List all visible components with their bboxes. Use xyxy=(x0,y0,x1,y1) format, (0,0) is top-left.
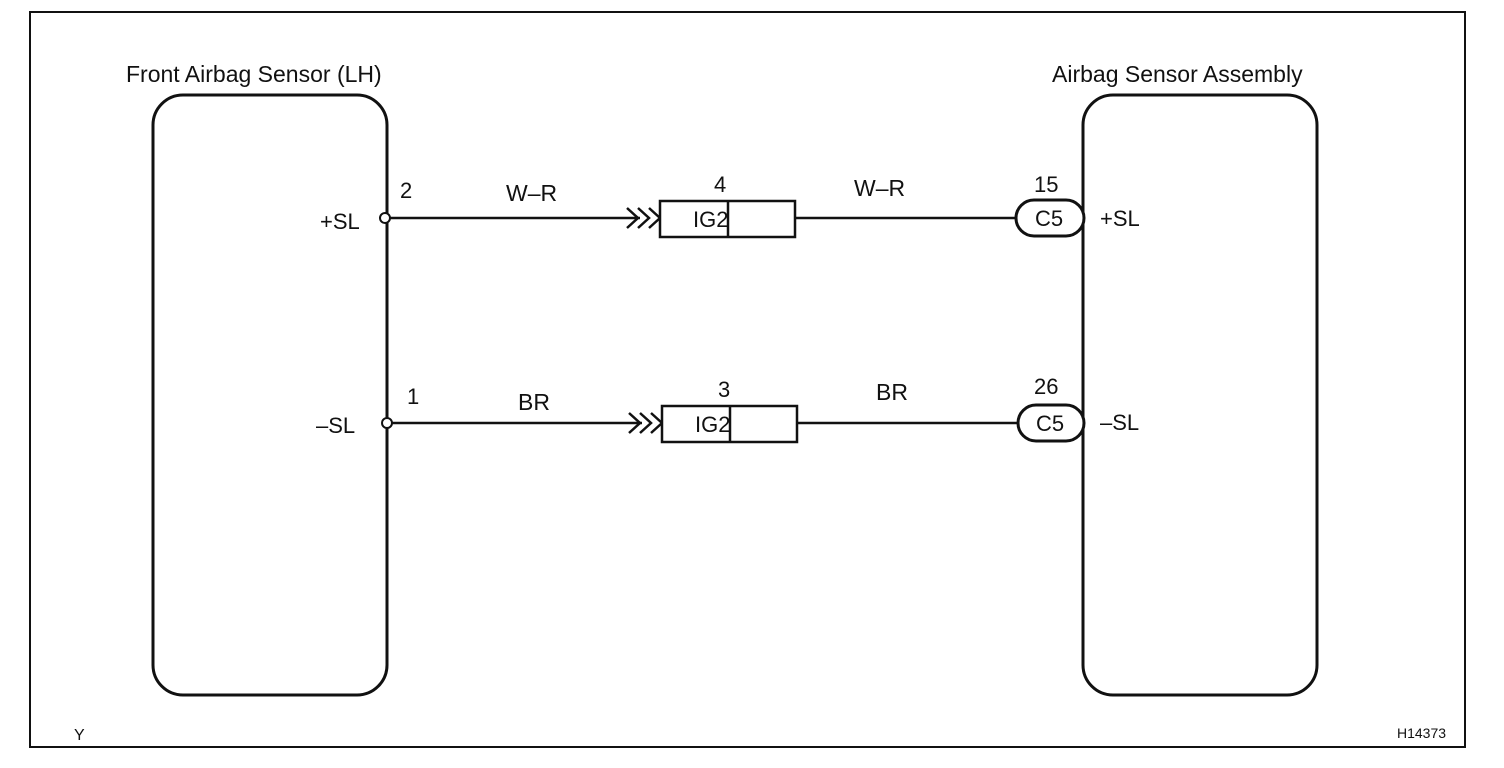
left-pin-2: 2 xyxy=(400,178,412,203)
left-terminal-plus-sl xyxy=(379,212,391,224)
left-pin-1: 1 xyxy=(407,384,419,409)
junction-label-ig2: IG2 xyxy=(693,207,728,232)
wire-label-br-left: BR xyxy=(518,389,550,415)
circuit-plus-sl: +SL 2 W–R 4 IG2 W–R 15 C5 +SL xyxy=(320,172,1140,239)
right-connector-label-c5: C5 xyxy=(1036,411,1064,436)
airbag-sensor-assembly: Airbag Sensor Assembly xyxy=(1052,61,1319,697)
junction-pin-3: 3 xyxy=(718,377,730,402)
front-airbag-sensor-lh: Front Airbag Sensor (LH) xyxy=(126,61,389,697)
junction-pin-4: 4 xyxy=(714,172,726,197)
wire-label-br-right: BR xyxy=(876,379,908,405)
connector-chevron-icon xyxy=(637,207,651,229)
right-connector-c5-minus xyxy=(1016,403,1086,443)
connector-chevron-icon xyxy=(639,412,653,434)
left-component-title: Front Airbag Sensor (LH) xyxy=(126,61,382,87)
connector-chevron-icon xyxy=(626,207,640,229)
left-signal-plus-sl: +SL xyxy=(320,209,360,234)
left-component-body xyxy=(151,93,389,697)
wire-label-w-r-left: W–R xyxy=(506,180,557,206)
wire-label-w-r-right: W–R xyxy=(854,175,905,201)
right-component-body xyxy=(1081,93,1319,697)
circuit-minus-sl: –SL 1 BR 3 IG2 BR 26 C5 –SL xyxy=(316,374,1139,444)
left-signal-minus-sl: –SL xyxy=(316,413,355,438)
junction-label-ig2: IG2 xyxy=(695,412,730,437)
corner-letter: Y xyxy=(74,727,85,744)
right-connector-label-c5: C5 xyxy=(1035,206,1063,231)
connector-chevron-icon xyxy=(628,412,642,434)
right-component-title: Airbag Sensor Assembly xyxy=(1052,61,1303,87)
diagram-frame xyxy=(29,11,1466,748)
left-terminal-minus-sl xyxy=(381,417,393,429)
right-pin-15: 15 xyxy=(1034,172,1058,197)
right-pin-26: 26 xyxy=(1034,374,1058,399)
right-signal-plus-sl: +SL xyxy=(1100,206,1140,231)
right-connector-c5-plus xyxy=(1014,198,1086,238)
right-signal-minus-sl: –SL xyxy=(1100,410,1139,435)
figure-id: H14373 xyxy=(1397,725,1446,741)
